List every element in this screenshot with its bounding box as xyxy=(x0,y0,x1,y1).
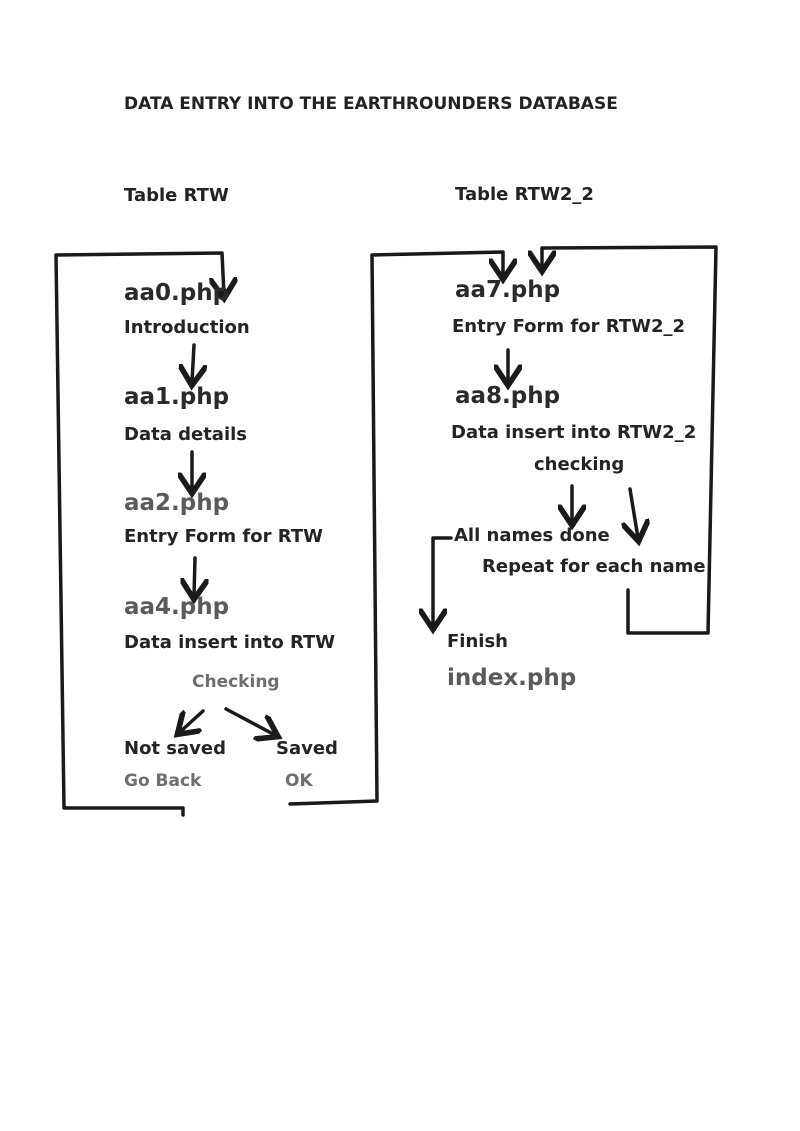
step-aa8-desc: Data insert into RTW2_2 xyxy=(451,422,697,443)
all-names-done-label: All names done xyxy=(454,525,610,546)
not-saved-label: Not saved xyxy=(124,738,226,759)
arrow-saved xyxy=(224,707,275,735)
header-table-rtw: Table RTW xyxy=(124,185,229,206)
step-aa2-desc: Entry Form for RTW xyxy=(124,526,323,547)
ok-label: OK xyxy=(285,771,313,791)
step-aa2-file: aa2.php xyxy=(124,490,230,516)
saved-label: Saved xyxy=(276,738,338,759)
step-aa7-desc: Entry Form for RTW2_2 xyxy=(452,316,685,337)
step-aa8-file: aa8.php xyxy=(455,383,561,409)
repeat-label: Repeat for each name xyxy=(482,556,706,577)
step-aa7-file: aa7.php xyxy=(455,277,561,303)
step-aa4-desc: Data insert into RTW xyxy=(124,632,336,653)
go-back-label: Go Back xyxy=(124,771,202,791)
loop-go-back xyxy=(54,251,224,817)
arrow-aa2-aa4 xyxy=(194,556,195,596)
loop-repeat xyxy=(630,487,638,538)
arrow-finish xyxy=(433,536,453,626)
checking-label-right: checking xyxy=(534,454,625,475)
step-aa1-file: aa1.php xyxy=(124,384,230,410)
arrow-not-saved xyxy=(180,709,205,732)
loop-repeat-back xyxy=(542,245,718,635)
loop-ok xyxy=(288,250,503,806)
step-aa0-file: aa0.php xyxy=(124,280,230,306)
checking-label: Checking xyxy=(192,672,280,692)
step-aa4-file: aa4.php xyxy=(124,594,230,620)
finish-label: Finish xyxy=(447,631,508,652)
arrow-aa0-aa1 xyxy=(192,343,194,382)
index-php-label: index.php xyxy=(447,665,577,691)
page-title: DATA ENTRY INTO THE EARTHROUNDERS DATABA… xyxy=(124,94,618,114)
step-aa1-desc: Data details xyxy=(124,424,248,445)
step-aa0-desc: Introduction xyxy=(124,317,250,338)
header-table-rtw2-2: Table RTW2_2 xyxy=(455,184,594,205)
